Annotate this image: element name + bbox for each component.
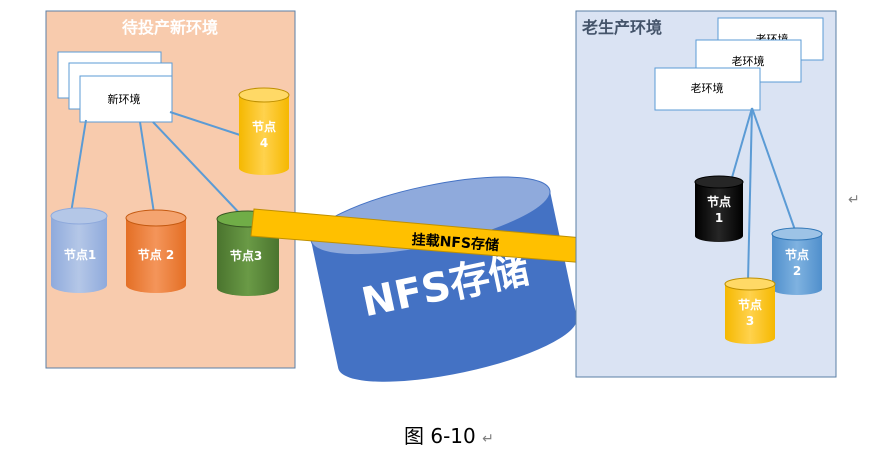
old-node-3: 节点 3 (724, 277, 776, 344)
new-node-2: 节点 2 (125, 209, 187, 293)
mount-arrow-label: 挂载NFS存储 (411, 231, 499, 254)
old-node-2-label-2: 2 (793, 264, 801, 278)
new-node-2-label: 节点 2 (138, 247, 175, 262)
caption-return-mark-icon: ↵ (482, 431, 494, 447)
old-node-1-label-1: 节点 (707, 194, 731, 209)
new-line-node3 (152, 121, 245, 219)
paragraph-return-mark-icon: ↵ (848, 192, 860, 208)
new-env-panel: 待投产新环境 新环境 节点1 节点 2 节点3 (45, 10, 296, 369)
new-node-4-label-1: 节点 (252, 119, 276, 134)
old-line-node3 (747, 107, 753, 282)
figure-caption: 图 6-10 ↵ (404, 420, 494, 449)
new-node-3-label: 节点3 (230, 248, 262, 263)
old-node-3-label-1: 节点 (738, 297, 762, 312)
nfs-storage: NFS存储 (310, 176, 578, 382)
old-node-2: 节点 2 (771, 227, 823, 295)
old-node-1: 节点 1 (694, 175, 744, 242)
new-env-box-front (79, 75, 173, 123)
old-env-box-front-label: 老环境 (691, 81, 724, 95)
old-node-2-label-1: 节点 (785, 247, 809, 262)
new-node-4-label-2: 4 (260, 136, 268, 150)
old-env-title: 老生产环境 (581, 18, 662, 37)
old-node-1-label-2: 1 (715, 211, 723, 225)
old-env-box-middle-label: 老环境 (732, 54, 765, 68)
old-line-node1 (730, 107, 753, 182)
new-line-node2 (139, 121, 155, 214)
new-line-node1 (70, 119, 87, 214)
new-env-title: 待投产新环境 (122, 18, 218, 37)
new-node-1-label: 节点1 (64, 247, 96, 262)
old-node-3-label-2: 3 (746, 314, 754, 328)
old-env-box-front (654, 67, 761, 111)
figure-caption-text: 图 6-10 (404, 424, 476, 448)
old-env-panel: 老生产环境 老环境 老环境 老环境 节点 1 节点 2 节点 3 (575, 10, 837, 378)
new-node-1: 节点1 (50, 207, 108, 293)
old-line-node2 (751, 107, 796, 231)
new-env-box-label: 新环境 (108, 92, 141, 106)
new-node-4: 节点 4 (238, 87, 290, 175)
new-line-node4 (169, 111, 241, 136)
